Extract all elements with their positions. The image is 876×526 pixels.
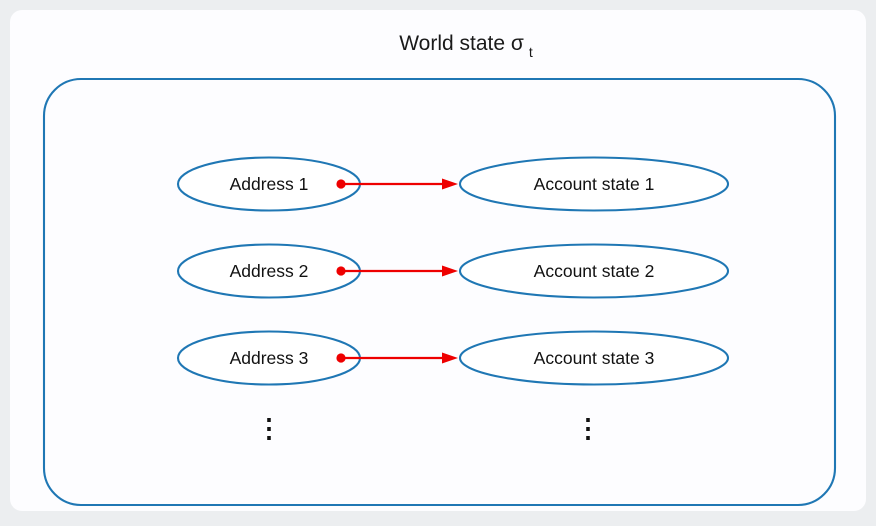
page-title-base: World state σ	[399, 32, 524, 55]
arrow-head-3	[442, 352, 458, 364]
account-state-ellipse-3[interactable]	[458, 330, 730, 386]
diagram-card	[10, 10, 866, 511]
account-state-label-2: Account state 2	[534, 261, 655, 281]
account-state-ellipse-1[interactable]	[458, 156, 730, 212]
arrow-source-dot-1	[336, 179, 346, 189]
row-3: Address 3 Account state 3	[176, 330, 730, 386]
address-label-2: Address 2	[230, 261, 309, 281]
account-state-label-3: Account state 3	[534, 348, 655, 368]
account-state-label-1: Account state 1	[534, 174, 655, 194]
row-1: Address 1 Account state 1	[176, 156, 730, 212]
arrow-head-1	[442, 178, 458, 190]
arrow-head-2	[442, 265, 458, 277]
continuation-dots-left: ⋮	[256, 413, 282, 443]
mapping-arrow-1	[336, 178, 458, 190]
continuation-dots-right: ⋮	[575, 413, 601, 443]
row-2: Address 2 Account state 2	[176, 243, 730, 299]
address-label-1: Address 1	[230, 174, 309, 194]
account-state-node-3[interactable]: Account state 3	[458, 330, 730, 386]
arrow-source-dot-2	[336, 266, 346, 276]
mapping-arrow-2	[336, 265, 458, 277]
page-title-subscript: t	[529, 44, 533, 60]
diagram-title: World state σ t	[399, 32, 533, 60]
account-state-ellipse-2[interactable]	[458, 243, 730, 299]
world-state-container	[42, 77, 837, 507]
address-node-3[interactable]: Address 3	[176, 330, 362, 386]
account-state-node-1[interactable]: Account state 1	[458, 156, 730, 212]
address-node-2[interactable]: Address 2	[176, 243, 362, 299]
arrow-source-dot-3	[336, 353, 346, 363]
mapping-arrow-3	[336, 352, 458, 364]
page-title: World state σ t	[399, 32, 533, 60]
address-node-1[interactable]: Address 1	[176, 156, 362, 212]
account-state-node-2[interactable]: Account state 2	[458, 243, 730, 299]
address-label-3: Address 3	[230, 348, 309, 368]
